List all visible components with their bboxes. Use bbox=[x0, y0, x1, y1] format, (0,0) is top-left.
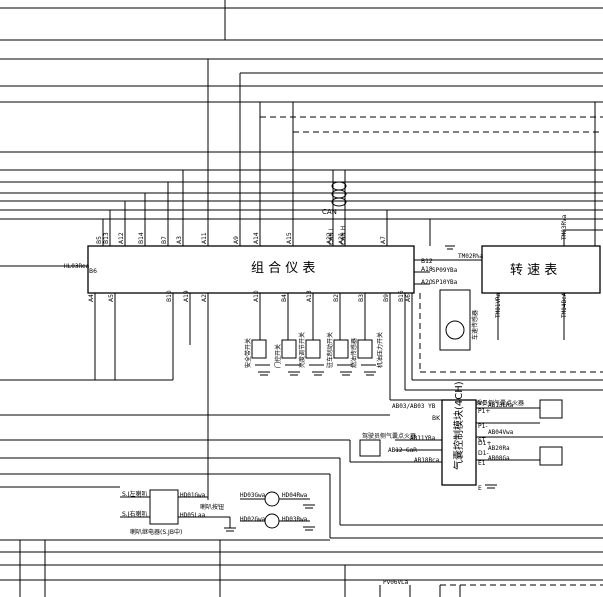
label-buckle: 安全带开关 bbox=[244, 338, 252, 368]
tachometer-box bbox=[481, 245, 601, 294]
tachometer-label: 转 速 表 bbox=[510, 263, 557, 278]
pin-top-A21: A21 bbox=[338, 232, 345, 244]
wire-hd05: HD05Laa bbox=[180, 512, 206, 519]
wire-pv: PV06VLa bbox=[383, 579, 409, 586]
wire-ab18: AB18Bca bbox=[414, 457, 440, 464]
controller-pin-4: D1+ bbox=[478, 440, 491, 447]
pin-top-B5: B5 bbox=[96, 236, 103, 244]
pin-top-A22: A22 bbox=[326, 232, 333, 244]
pin-top-B7: B7 bbox=[161, 236, 168, 244]
cluster-box bbox=[87, 245, 415, 294]
pin-bottom-A2: A2 bbox=[201, 294, 208, 302]
controller-label: 气囊控制模块(4CH) bbox=[452, 381, 465, 470]
pin-bottom-A6: A6 bbox=[405, 294, 412, 302]
pin-side-right-upper: B12 bbox=[421, 258, 433, 265]
wire-tm03: TM03RVa bbox=[561, 214, 568, 240]
airbag-controller-box bbox=[441, 399, 477, 486]
pin-top-A11: A11 bbox=[201, 232, 208, 244]
label-canh: CAN H bbox=[340, 226, 347, 245]
label-horn: 喇叭按钮 bbox=[200, 503, 224, 511]
wire-ab13: AB13LRa bbox=[488, 402, 514, 409]
wire-tm01: TM01VRa bbox=[495, 292, 502, 318]
wire-ab12: AB12 GaR bbox=[388, 447, 417, 454]
label-fuel: 燃油传感器 bbox=[350, 338, 358, 368]
controller-pin-1: P1- bbox=[478, 423, 488, 430]
pin-side-right-a18: A18 bbox=[421, 266, 433, 273]
pin-bottom-B9: B9 bbox=[383, 294, 390, 302]
pin-bottom-A19: A19 bbox=[183, 290, 190, 302]
controller-pin-6: VC bbox=[478, 400, 486, 407]
wire-tm02: TM02R%a bbox=[458, 253, 484, 260]
wire-hl03: HL03Rea bbox=[64, 263, 90, 270]
label-oil: 机油压力开关 bbox=[376, 332, 384, 368]
wire-hd01: HD01Gwa bbox=[180, 492, 206, 499]
controller-pin-2: ST bbox=[478, 437, 486, 444]
ground-symbols bbox=[224, 245, 497, 532]
pin-bottom-A4: A4 bbox=[88, 294, 95, 302]
wire-ab11: AB11YBa bbox=[410, 435, 436, 442]
label-can: CAN bbox=[322, 208, 337, 216]
wire-ab08: AB08Ga bbox=[488, 455, 510, 462]
pin-bottom-B3: B3 bbox=[358, 294, 365, 302]
pin-top-B13: B13 bbox=[103, 232, 110, 244]
label-canl: CAN L bbox=[328, 226, 335, 245]
wire-sp10: SP10YBa bbox=[432, 279, 458, 286]
wire-tm04: TM04BcA bbox=[561, 292, 568, 318]
wire-hd04: HD04Rwa bbox=[282, 492, 308, 499]
wire-ab03: AB03/AB03 YB bbox=[392, 403, 436, 410]
pin-bottom-B2: B2 bbox=[333, 294, 340, 302]
pin-top-A12: A12 bbox=[118, 232, 125, 244]
wire-hd02: HD02Gwa bbox=[240, 516, 266, 523]
label-sj-right: S.J右喇叭 bbox=[122, 510, 148, 518]
label-air-bag-light: 乘员侧气囊点火器 bbox=[476, 399, 524, 407]
pin-top-A9: A9 bbox=[233, 236, 240, 244]
pin-top-A15: A15 bbox=[286, 232, 293, 244]
wire-ab04: AB04Vwa bbox=[488, 429, 514, 436]
wire-hd03b: HD03Rwa bbox=[282, 516, 308, 523]
pin-side-left: B6 bbox=[89, 268, 97, 275]
label-drv-bag: 驾驶员侧气囊点火器 bbox=[362, 432, 416, 440]
pin-bottom-B10: B10 bbox=[166, 290, 173, 302]
wire-sp09: SP09YBa bbox=[432, 267, 458, 274]
label-bright: 亮度调节开关 bbox=[298, 332, 306, 368]
switch-group bbox=[251, 339, 376, 366]
cluster-label: 组 合 仪 表 bbox=[251, 261, 315, 276]
controller-pin-5: D1- bbox=[478, 450, 489, 457]
wire-ab20: AB20Ra bbox=[488, 445, 510, 452]
pin-bottom-A13: A13 bbox=[306, 290, 313, 302]
pin-bottom-B4: B4 bbox=[281, 294, 288, 302]
controller-pin-3: E1 bbox=[478, 460, 486, 467]
pin-top-A3: A3 bbox=[176, 236, 183, 244]
pin-bottom-B16: B16 bbox=[398, 290, 405, 302]
pin-bottom-A10: A10 bbox=[253, 290, 260, 302]
pin-top-A14: A14 bbox=[253, 232, 260, 244]
controller-pin-7: E bbox=[478, 485, 482, 492]
label-door: 门控开关 bbox=[274, 344, 282, 368]
label-sj-relay: 喇叭继电器(S.JB中) bbox=[130, 528, 182, 536]
label-bk: BK bbox=[432, 415, 441, 422]
pin-bottom-A5: A5 bbox=[108, 294, 115, 302]
pin-top-B14: B14 bbox=[138, 232, 145, 244]
label-sensor: 车速传感器 bbox=[471, 310, 479, 340]
label-sj-left: S.J左喇叭 bbox=[122, 490, 148, 498]
pin-top-A7: A7 bbox=[380, 236, 387, 244]
pin-side-right-a20: A20 bbox=[421, 279, 433, 286]
controller-pin-0: P1+ bbox=[478, 408, 490, 415]
label-brake: 驻车制动开关 bbox=[326, 332, 334, 368]
wire-hd03: HD03Gwa bbox=[240, 492, 266, 499]
